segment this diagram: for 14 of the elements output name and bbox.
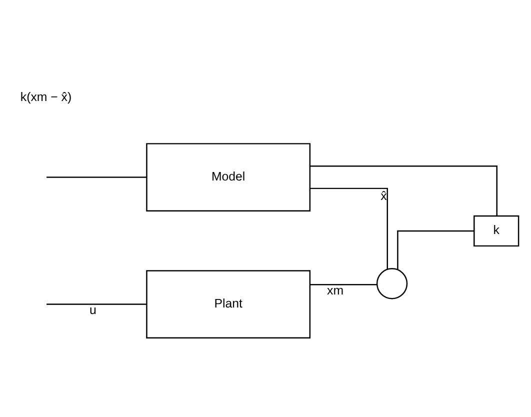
node-box: Plant [146, 270, 311, 338]
connector [397, 230, 474, 270]
edge-label: xm [327, 284, 344, 298]
node-box: Model [146, 143, 311, 212]
node-box: k [474, 215, 520, 247]
connector [46, 176, 147, 178]
node-circle [376, 268, 408, 300]
edge-label: x̂ [380, 189, 387, 204]
edge-label: u [90, 303, 96, 318]
label: k(xm − x̂) [20, 90, 72, 104]
connector [310, 284, 377, 286]
connector [310, 165, 498, 216]
connector [46, 304, 147, 305]
connector [310, 188, 388, 270]
